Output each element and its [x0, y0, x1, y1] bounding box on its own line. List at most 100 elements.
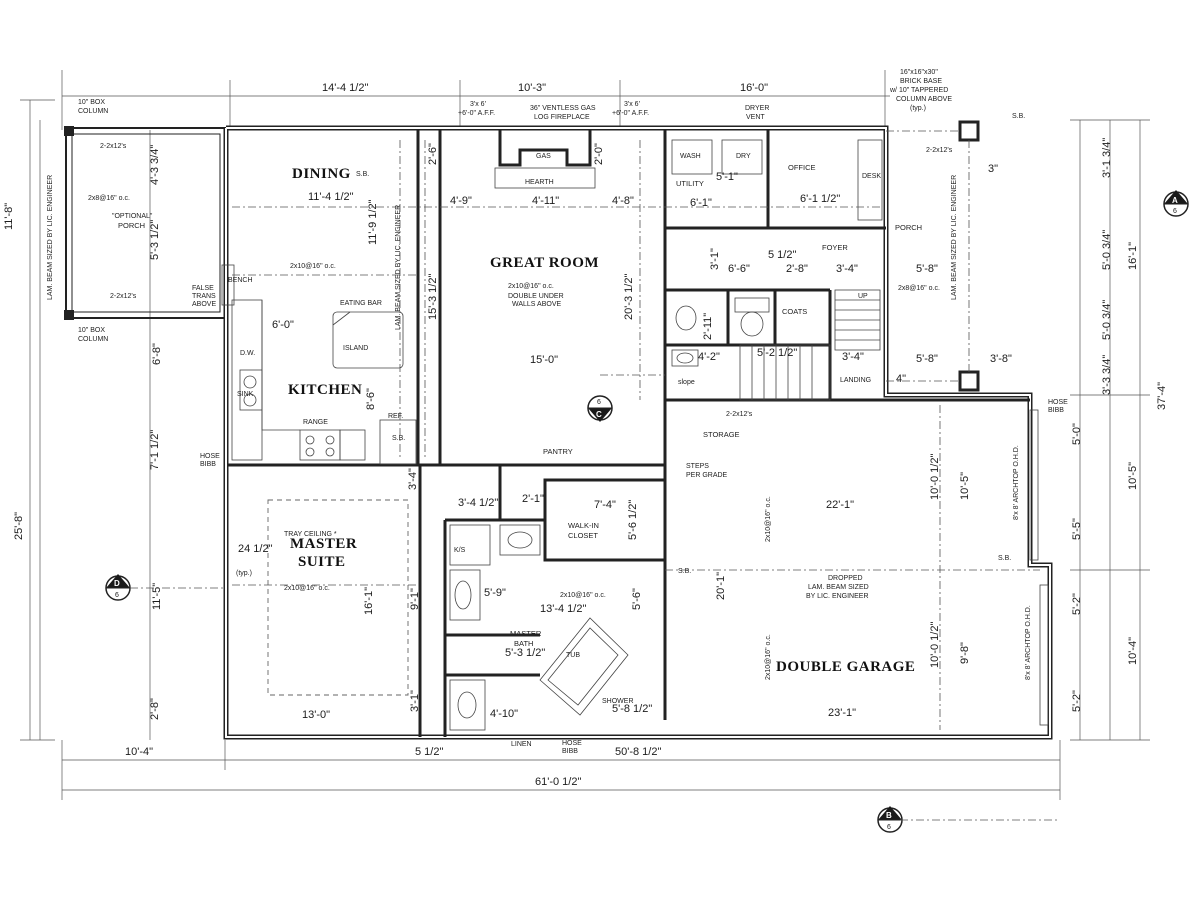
dim-bath-w: 13'-4 1/2"	[540, 603, 586, 615]
section-sheet-b: 6	[887, 824, 891, 831]
dim-foyer-w3: 3'-4"	[836, 263, 858, 275]
dim-2-0: 2'-0"	[593, 143, 605, 165]
section-label-d: D	[114, 579, 120, 588]
lam-beam-1: DROPPED	[828, 575, 863, 582]
room-linen: LINEN	[511, 741, 532, 748]
garage-beam-spec-1: 2x10@16" o.c.	[765, 496, 772, 542]
dim-closet-h: 5'-6 1/2"	[627, 500, 639, 540]
lam-beam-3: BY LIC. ENGINEER	[806, 593, 869, 600]
desk-label: DESK	[862, 173, 881, 180]
dimension-lines	[20, 70, 1150, 800]
typ-note: (typ.)	[236, 570, 252, 577]
brick-base-2: BRICK BASE	[900, 78, 942, 85]
dim-dining-h: 11'-9 1/2"	[367, 199, 379, 245]
dim-master-h2: 11'-5"	[151, 583, 163, 610]
dim-garage-w2: 23'-1"	[828, 707, 856, 719]
ks-label: K/S	[454, 547, 466, 554]
gas-label: GAS	[536, 153, 551, 160]
dim-porch-w3: 3'-8"	[990, 353, 1012, 365]
dim-bath-h: 5'-6"	[631, 588, 643, 610]
wash-label: WASH	[680, 153, 701, 160]
lam-side-note: LAM. BEAM SIZED BY LIC. ENGINEER	[395, 205, 402, 330]
dim-3: 3"	[988, 163, 998, 175]
bath-beam-spec: 2x10@16" o.c.	[560, 592, 606, 599]
room-master-bath-2: BATH	[514, 639, 533, 648]
room-kitchen: KITCHEN	[288, 382, 362, 398]
eating-bar-label: EATING BAR	[340, 300, 382, 307]
tub-label: TUB	[566, 652, 580, 659]
bench-label: BENCH	[228, 277, 253, 284]
dim-bath-w2: 5'-9"	[484, 587, 506, 599]
dim-kitchen-h: 8'-6"	[365, 388, 377, 410]
section-marker-c	[587, 395, 613, 422]
fireplace	[494, 130, 596, 189]
dim-utility-w: 6'-1"	[690, 197, 712, 209]
box-column-top: 10" BOX	[78, 99, 105, 106]
dim-2-6: 2'-6"	[427, 143, 439, 165]
room-landing: LANDING	[840, 377, 871, 384]
interior-walls	[228, 130, 1030, 737]
dim-24: 24 1/2"	[238, 543, 273, 555]
dim-bath-w3: 4'-10"	[490, 708, 518, 720]
dim-master-h: 16'-1"	[363, 587, 375, 615]
room-walk-in-2: CLOSET	[568, 531, 598, 540]
dryer-vent-1: DRYER	[745, 105, 769, 112]
dim-master-h4: 2'-8"	[149, 698, 161, 720]
beam-lines	[232, 140, 1040, 730]
fireplace-note-1: 36" VENTLESS GAS	[530, 105, 596, 112]
dim-great-w: 15'-0"	[530, 354, 558, 366]
range-label: RANGE	[303, 419, 328, 426]
dim-garage-h2: 10'-0 1/2"	[929, 454, 941, 500]
sb-note-5: S.B.	[998, 555, 1011, 562]
room-optional-porch-1: "OPTIONAL"	[112, 213, 153, 220]
window-sub-left: +6'-0" A.F.F.	[458, 110, 495, 117]
steps-note-1: STEPS	[686, 463, 709, 470]
slope-label: slope	[678, 379, 695, 386]
garage-doors	[1029, 409, 1049, 726]
dim-right-2: 37'-4"	[1156, 382, 1168, 410]
lam-side-note-left: LAM. BEAM SIZED BY LIC. ENGINEER	[47, 175, 54, 300]
dim-3-1b: 3'-1"	[409, 690, 421, 712]
room-porch: PORCH	[895, 223, 922, 232]
section-sheet-d: 6	[115, 592, 119, 599]
brick-base-3: w/ 10" TAPPERED	[889, 87, 948, 94]
shower-label: SHOWER	[602, 698, 634, 705]
dry-label: DRY	[736, 153, 751, 160]
section-label-b: B	[886, 811, 892, 820]
dryer-vent-2: VENT	[746, 114, 765, 121]
dim-bottom-3: 5 1/2"	[415, 746, 443, 758]
box-column-bot: 10" BOX	[78, 327, 105, 334]
archtop-note-2: 8'x 8' ARCHTOP O.H.D.	[1025, 605, 1032, 680]
dim-hall-w2: 4'-2"	[698, 351, 720, 363]
lam-side-note-right: LAM. BEAM SIZED BY LIC. ENGINEER	[951, 175, 958, 300]
dim-office-w: 6'-1 1/2"	[800, 193, 840, 205]
room-pantry: PANTRY	[543, 447, 573, 456]
dim-porch-w: 5'-8"	[916, 263, 938, 275]
sb-note-2: S.B.	[392, 435, 405, 442]
room-great-room: GREAT ROOM	[490, 255, 599, 271]
column-top-right	[958, 120, 980, 142]
brick-base-1: 16"x16"x30"	[900, 69, 938, 76]
dim-2-11: 2'-11"	[702, 313, 714, 340]
dim-porch-h2: 4'-3 3/4"	[149, 145, 161, 185]
dim-great-w1: 4'-9"	[450, 195, 472, 207]
sink-label: SINK	[237, 391, 254, 398]
master-beam-spec: 2x10@16" o.c.	[284, 585, 330, 592]
dim-master-h3: 7'-1 1/2"	[149, 430, 161, 470]
dim-garage-h5: 10'-5"	[959, 472, 971, 500]
dw-label: D.W.	[240, 350, 255, 357]
beam-2x12-storage: 2-2x12's	[726, 411, 753, 418]
column-bottom-right	[958, 370, 980, 392]
sb-note-4: S.B.	[678, 568, 691, 575]
lam-beam-2: LAM. BEAM SIZED	[808, 584, 869, 591]
dim-great-w2: 4'-11"	[532, 195, 559, 207]
dim-9-1: 9'-1"	[409, 588, 421, 610]
dim-garage-h7: 5'-5"	[1071, 518, 1083, 540]
up-label: UP	[858, 293, 868, 300]
room-foyer: FOYER	[822, 243, 848, 252]
room-master-suite-1: MASTER	[290, 536, 357, 552]
dim-foyer-w2: 2'-8"	[786, 263, 808, 275]
dim-foyer-w1: 6'-6"	[728, 263, 750, 275]
hose-bibb-left: HOSE	[200, 453, 220, 460]
